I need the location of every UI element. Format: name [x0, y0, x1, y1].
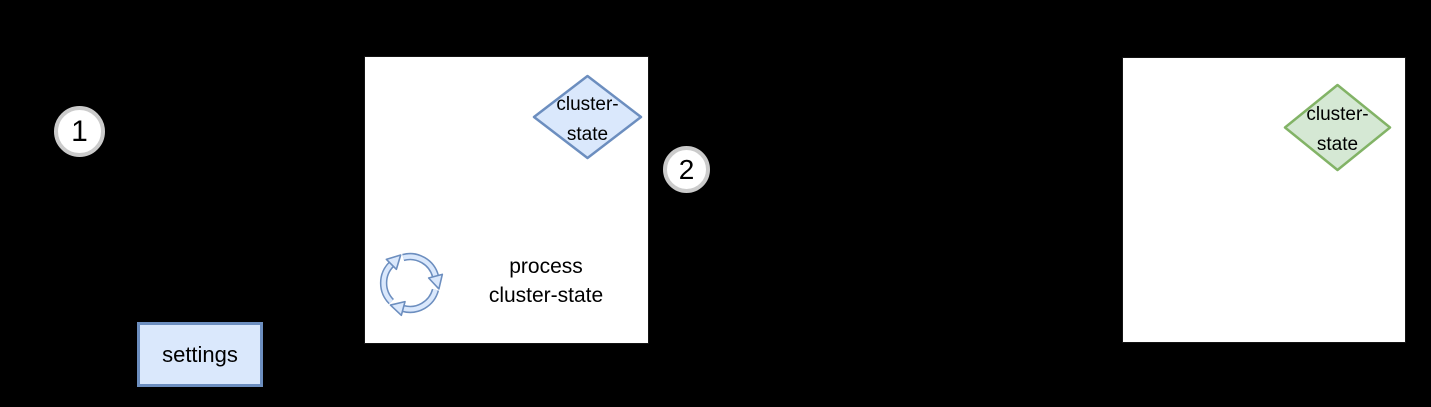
recycle-arrow-1 [379, 254, 402, 305]
diamond-label-line1: cluster- [556, 94, 619, 115]
step-2-number: 2 [678, 153, 695, 185]
process-label-line2: cluster-state [488, 284, 604, 307]
recycle-icon [379, 252, 444, 317]
settings-label: settings [162, 341, 238, 367]
diamond-label-line2: state [1316, 134, 1359, 155]
diamond-label-line1: cluster- [1306, 104, 1369, 125]
diamond-label-line2: state [566, 124, 609, 145]
step-marker-2: 2 [663, 146, 710, 193]
cluster-state-diamond-green [1283, 83, 1392, 172]
step-1-number: 1 [71, 114, 88, 148]
diamond-shape [1283, 83, 1392, 172]
cluster-state-diamond-green-label: cluster- state [1283, 100, 1392, 160]
cluster-state-diamond-blue [532, 74, 643, 160]
recycle-arrow-2 [402, 252, 444, 290]
process-label-line1: process [509, 255, 583, 278]
recycle-arrow-3 [389, 288, 440, 317]
settings-node: settings [137, 322, 263, 387]
diamond-shape [532, 74, 643, 160]
step-marker-1: 1 [54, 106, 105, 157]
process-cluster-state-label: process cluster-state [455, 252, 637, 310]
cluster-state-diamond-blue-label: cluster- state [532, 90, 643, 150]
